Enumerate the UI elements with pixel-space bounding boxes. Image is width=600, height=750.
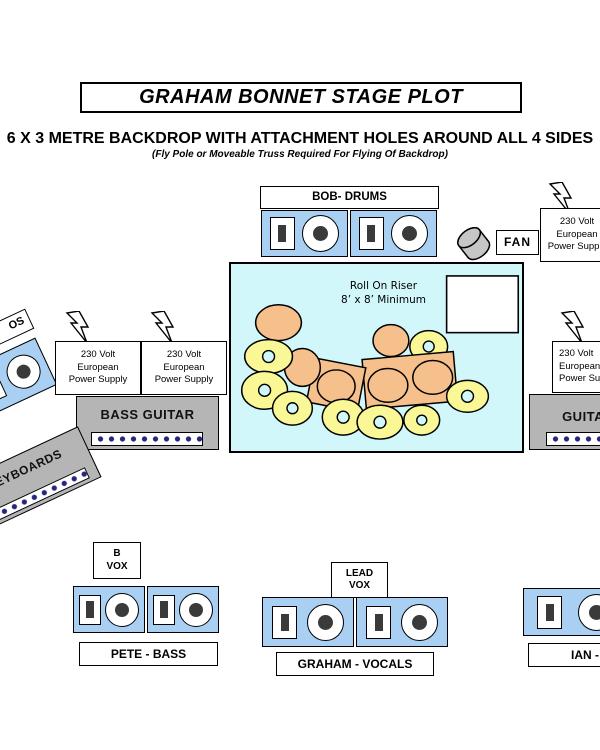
bob-drums-label-text: BOB- DRUMS [312, 191, 387, 204]
lightning-bolt-icon [150, 311, 175, 344]
psu-line: Power Supply [154, 374, 214, 386]
side-monitor-wedge [0, 337, 58, 419]
tom-drum [412, 359, 454, 396]
graham-monitor-left [262, 597, 354, 647]
speaker-icon [179, 592, 214, 627]
lightning-bolt-icon [548, 182, 573, 215]
speaker-icon [302, 215, 340, 252]
graham-label-text: GRAHAM - VOCALS [297, 656, 413, 671]
riser-label-line2: 8’ x 8’ Minimum [341, 294, 426, 307]
tom-drum [254, 304, 303, 342]
b-vox-line1: B [113, 548, 121, 559]
riser-white-box [445, 275, 520, 334]
speaker-icon [0, 349, 46, 395]
backdrop-heading: 6 X 3 METRE BACKDROP WITH ATTACHMENT HOL… [6, 130, 594, 147]
psu-line: European [163, 361, 205, 373]
tom-drum [316, 369, 356, 404]
pete-label: PETE - BASS [79, 642, 218, 666]
tom-drum [367, 367, 409, 404]
drums-monitors [261, 210, 437, 257]
port-icon [78, 594, 101, 625]
page-title: GRAHAM BONNET STAGE PLOT [139, 86, 463, 108]
amp-knobs-strip [91, 432, 203, 446]
psu-top-right: 230 Volt European Power Supply [540, 208, 600, 262]
psu-line: 230 Volt [80, 348, 116, 360]
port-icon [366, 605, 392, 639]
drums-monitor-left [261, 210, 348, 257]
pete-monitors [73, 586, 219, 633]
port-icon [358, 217, 384, 250]
ian-monitor [523, 588, 600, 636]
graham-label: GRAHAM - VOCALS [276, 652, 434, 676]
pete-monitor-left [73, 586, 145, 633]
ian-label: IAN - [528, 643, 600, 667]
pete-monitor-right [147, 586, 219, 633]
port-icon [269, 217, 295, 250]
psu-line: Power Supply [547, 241, 600, 253]
amp-knobs-strip [546, 432, 600, 446]
drum-kit-illustration [240, 275, 520, 440]
bass-guitar-amp: BASS GUITAR [76, 396, 219, 450]
fan-icon [457, 226, 491, 261]
b-vox-label: B VOX [93, 542, 141, 579]
pete-label-text: PETE - BASS [110, 646, 187, 661]
lead-vox-label: LEAD VOX [331, 562, 388, 598]
drum-riser: Roll On Riser 8’ x 8’ Minimum [229, 262, 524, 453]
psu-line: Power Supply [68, 374, 128, 386]
tom-drum [372, 323, 410, 358]
psu-line: European [556, 228, 598, 240]
lightning-bolt-icon [65, 311, 90, 344]
psu-line: European [77, 361, 119, 373]
drums-monitor-right [350, 210, 437, 257]
port-icon [152, 594, 175, 625]
speaker-icon [400, 603, 438, 641]
psu-right: 230 Volt European Power Supply [552, 341, 600, 393]
drum-kit-shapes [240, 275, 520, 440]
lightning-bolt-icon [560, 311, 585, 344]
riser-label-line1: Roll On Riser [349, 280, 418, 292]
lead-vox-line2: VOX [348, 580, 371, 591]
lead-vox-line1: LEAD [345, 567, 374, 579]
speaker-icon [391, 215, 429, 252]
port-icon [537, 595, 562, 629]
fan-label: FAN [496, 230, 539, 255]
bass-guitar-amp-label: BASS GUITAR [100, 407, 195, 422]
speaker-icon [105, 592, 140, 627]
backdrop-subheading: (Fly Pole or Moveable Truss Required For… [152, 149, 448, 160]
psu-left-2: 230 Volt European Power Supply [141, 341, 227, 395]
port-icon [272, 605, 298, 639]
ian-label-text: IAN - [571, 647, 599, 662]
side-monitor-label-text: OS [6, 314, 27, 333]
speaker-icon [306, 603, 344, 641]
psu-line: European [559, 360, 600, 372]
psu-left-1: 230 Volt European Power Supply [55, 341, 141, 395]
page-title-box: GRAHAM BONNET STAGE PLOT [80, 82, 522, 113]
b-vox-line2: VOX [106, 560, 128, 572]
fan-label-text: FAN [504, 235, 531, 249]
riser-label: Roll On Riser 8’ x 8’ Minimum [291, 279, 476, 307]
psu-line: Power Supply [559, 373, 600, 385]
psu-line: 230 Volt [166, 348, 202, 360]
graham-monitors [262, 597, 448, 647]
guitar-amp-label: GUITAR [562, 409, 600, 424]
psu-line: 230 Volt [559, 347, 594, 359]
graham-monitor-right [356, 597, 448, 647]
bob-drums-label: BOB- DRUMS [260, 186, 439, 209]
speaker-icon [578, 593, 600, 631]
psu-line: 230 Volt [559, 215, 595, 227]
guitar-amp: GUITAR [529, 394, 600, 450]
